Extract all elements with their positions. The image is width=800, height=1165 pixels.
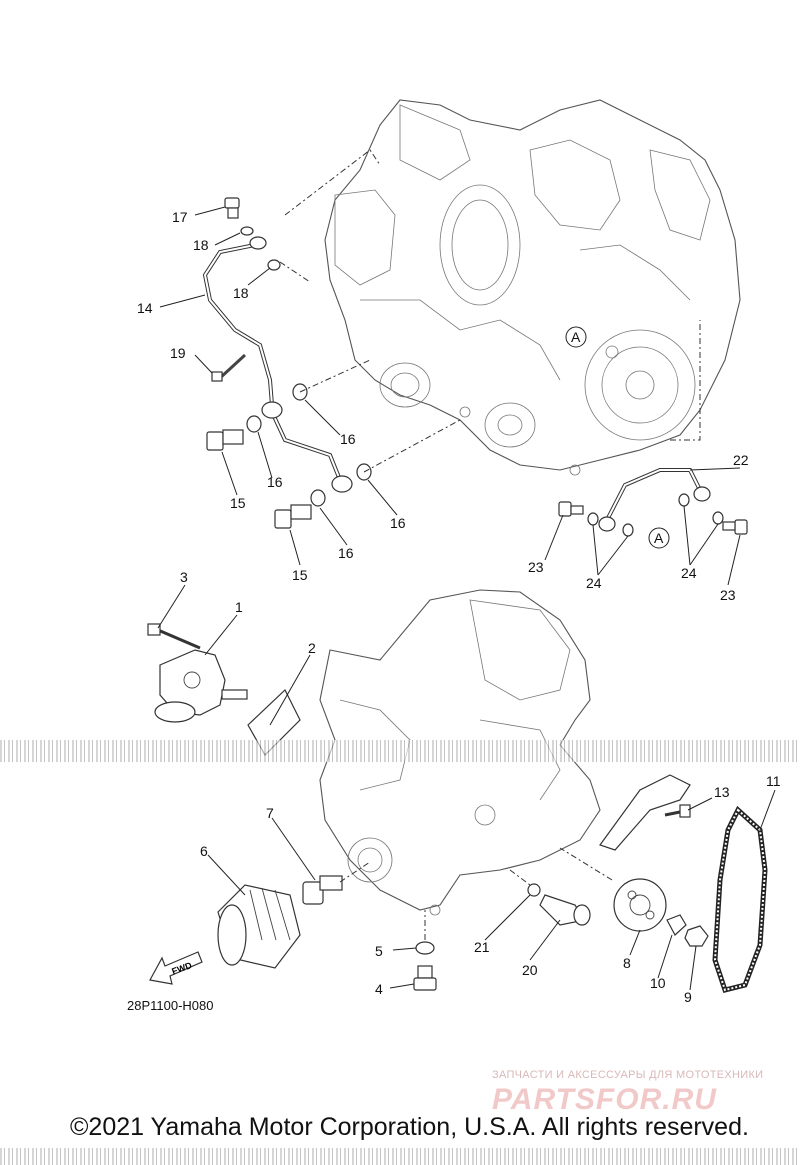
callout-23-right: 23 xyxy=(720,587,736,603)
union-bolt-23-right xyxy=(722,519,748,535)
nut-9 xyxy=(684,925,709,947)
callout-13: 13 xyxy=(714,784,730,800)
o-ring-21 xyxy=(527,883,541,897)
filter-union-7 xyxy=(302,875,343,905)
bolt-13 xyxy=(664,804,691,818)
washer-18-bottom xyxy=(267,259,281,271)
oil-filter-6 xyxy=(217,884,301,969)
callout-24-left: 24 xyxy=(586,575,602,591)
drive-chain-11 xyxy=(712,805,768,993)
union-bolt-17 xyxy=(224,197,240,219)
washer-24-a xyxy=(587,512,599,526)
fwd-arrow: FWD xyxy=(149,951,203,985)
upper-engine-assembly xyxy=(324,99,741,476)
union-bolt-15-lower xyxy=(274,504,312,529)
callout-16-d: 16 xyxy=(390,515,406,531)
washer-16-b xyxy=(246,415,262,433)
callout-8: 8 xyxy=(623,955,631,971)
callout-18-top: 18 xyxy=(193,237,209,253)
bolt-19 xyxy=(211,353,247,382)
scan-noise-bottom xyxy=(0,1148,800,1165)
callout-1: 1 xyxy=(235,599,243,615)
callout-21: 21 xyxy=(474,939,490,955)
callout-22: 22 xyxy=(733,452,749,468)
scan-noise-band xyxy=(0,740,800,762)
reference-a-label-2: A xyxy=(654,530,664,546)
callout-3: 3 xyxy=(180,569,188,585)
washer-24-b xyxy=(622,523,634,537)
callout-19: 19 xyxy=(170,345,186,361)
callout-9: 9 xyxy=(684,989,692,1005)
oil-pump-1 xyxy=(154,649,248,723)
copyright-notice: ©2021 Yamaha Motor Corporation, U.S.A. A… xyxy=(70,1113,749,1141)
callout-20: 20 xyxy=(522,962,538,978)
drain-bolt-4 xyxy=(413,965,437,991)
callout-15-lower: 15 xyxy=(292,567,308,583)
oil-pump-sprocket-8 xyxy=(613,878,667,932)
callout-5: 5 xyxy=(375,943,383,959)
washer-16-c xyxy=(310,489,326,507)
lock-washer-10 xyxy=(666,914,687,936)
callout-labels: 17 18 18 14 19 16 16 15 16 15 16 22 23 2… xyxy=(127,209,781,1013)
callout-10: 10 xyxy=(650,975,666,991)
washer-18-top xyxy=(240,226,254,236)
callout-6: 6 xyxy=(200,843,208,859)
callout-23-left: 23 xyxy=(528,559,544,575)
oil-pipe-22 xyxy=(598,468,711,532)
reference-a-label: A xyxy=(571,329,581,345)
union-bolt-15-upper xyxy=(206,429,244,451)
callout-16-a: 16 xyxy=(340,431,356,447)
washer-24-d xyxy=(712,511,724,525)
callout-17: 17 xyxy=(172,209,188,225)
callout-11: 11 xyxy=(766,773,781,789)
callout-14: 14 xyxy=(137,300,153,316)
washer-5 xyxy=(415,941,435,955)
callout-4: 4 xyxy=(375,981,383,997)
bolt-3 xyxy=(147,623,201,650)
callout-16-c: 16 xyxy=(338,545,354,561)
watermark-tagline: ЗАПЧАСТИ И АКСЕССУАРЫ ДЛЯ МОТОТЕХНИКИ xyxy=(492,1069,764,1081)
washer-24-c xyxy=(678,493,690,507)
chain-guide xyxy=(599,774,691,851)
callout-2: 2 xyxy=(308,640,316,656)
callout-18-bottom: 18 xyxy=(233,285,249,301)
diagram-code: 28P1100-H080 xyxy=(127,998,214,1013)
oil-delivery-pipe xyxy=(202,236,353,493)
callout-16-b: 16 xyxy=(267,474,283,490)
callout-15-upper: 15 xyxy=(230,495,246,511)
callout-7: 7 xyxy=(266,805,274,821)
watermark-logo: PARTSFOR.RU xyxy=(492,1083,717,1116)
oil-strainer-20 xyxy=(539,894,591,926)
leader-lines xyxy=(157,206,776,991)
callout-24-right: 24 xyxy=(681,565,697,581)
union-bolt-23-left xyxy=(558,501,584,517)
